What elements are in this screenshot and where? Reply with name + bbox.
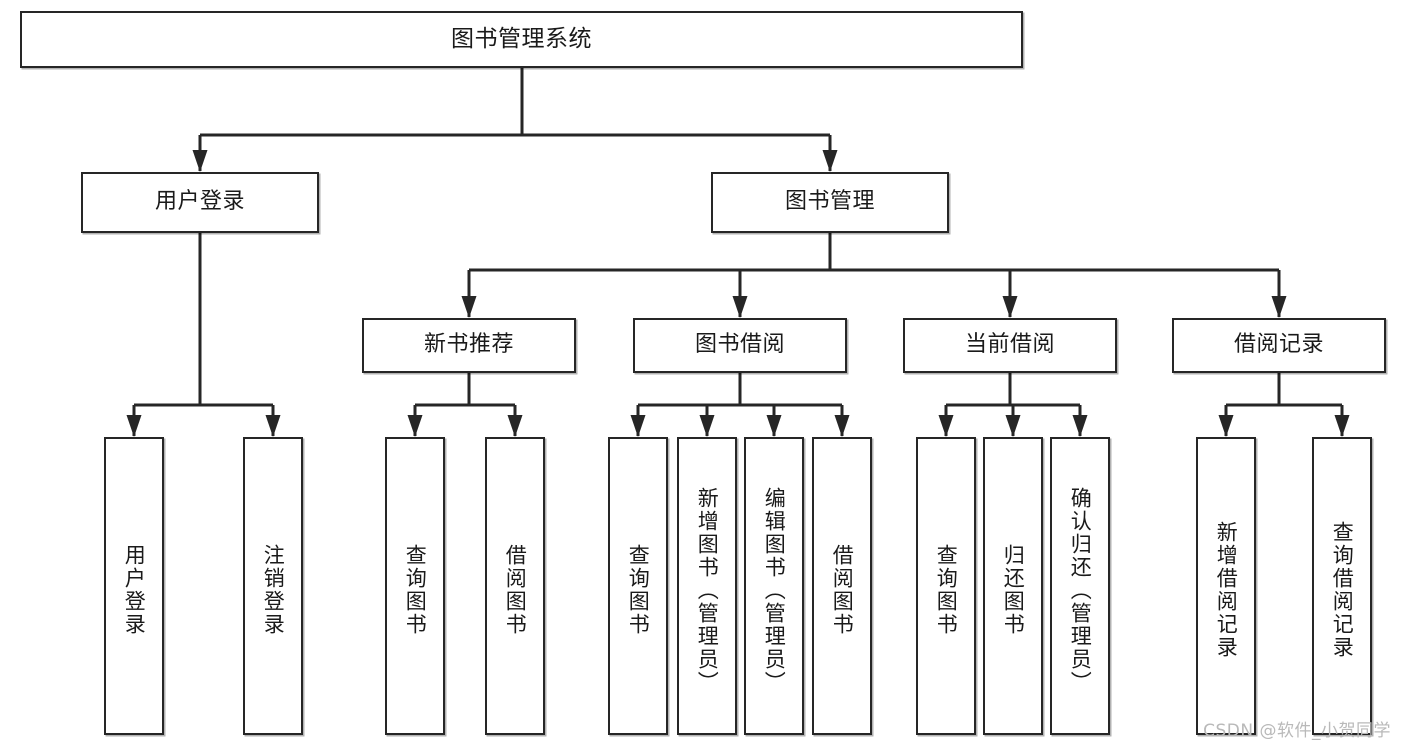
node-leaf-logout[interactable]: 注销登录 xyxy=(243,437,303,735)
node-label: 编辑图书（管理员） xyxy=(762,486,787,694)
node-label: 图书管理 xyxy=(784,189,875,215)
node-label: 当前借阅 xyxy=(964,332,1055,358)
node-leaf-borrow-book-1[interactable]: 借阅图书 xyxy=(485,437,545,735)
watermark-text: CSDN @软件_小贺同学 xyxy=(1203,721,1391,741)
node-leaf-return-book[interactable]: 归还图书 xyxy=(983,437,1043,735)
edge-root-arrow-1 xyxy=(822,150,838,172)
node-leaf-query-book-3[interactable]: 查询图书 xyxy=(916,437,976,735)
edge-current-borrow-arrow-0 xyxy=(938,415,954,437)
edge-current-borrow-arrow-1 xyxy=(1005,415,1021,437)
node-label: 查询图书 xyxy=(934,544,959,636)
edge-book-manage-arrow-2 xyxy=(1002,296,1018,318)
node-book-borrow[interactable]: 图书借阅 xyxy=(633,318,847,373)
node-leaf-user-login[interactable]: 用户登录 xyxy=(104,437,164,735)
node-leaf-confirm-return[interactable]: 确认归还（管理员） xyxy=(1050,437,1110,735)
edge-borrow-record-arrow-1 xyxy=(1334,415,1350,437)
node-label: 归还图书 xyxy=(1001,544,1026,636)
node-leaf-query-record[interactable]: 查询借阅记录 xyxy=(1312,437,1372,735)
node-leaf-edit-book[interactable]: 编辑图书（管理员） xyxy=(744,437,804,735)
node-label: 新增图书（管理员） xyxy=(695,486,720,694)
node-label: 查询借阅记录 xyxy=(1330,521,1355,659)
node-label: 查询图书 xyxy=(626,544,651,636)
node-label: 用户登录 xyxy=(122,544,147,636)
node-label: 新增借阅记录 xyxy=(1214,521,1239,659)
edge-new-book-arrow-0 xyxy=(407,415,423,437)
edge-current-borrow-arrow-2 xyxy=(1072,415,1088,437)
node-book-manage[interactable]: 图书管理 xyxy=(711,172,949,233)
node-label: 借阅记录 xyxy=(1233,332,1324,358)
node-leaf-query-book-1[interactable]: 查询图书 xyxy=(385,437,445,735)
node-new-book-recommend[interactable]: 新书推荐 xyxy=(362,318,576,373)
node-label: 注销登录 xyxy=(261,544,286,636)
node-label: 图书管理系统 xyxy=(451,25,592,52)
node-leaf-add-book[interactable]: 新增图书（管理员） xyxy=(677,437,737,735)
node-label: 图书借阅 xyxy=(694,332,785,358)
edge-book-borrow-arrow-0 xyxy=(630,415,646,437)
node-leaf-add-record[interactable]: 新增借阅记录 xyxy=(1196,437,1256,735)
edge-book-borrow-arrow-1 xyxy=(699,415,715,437)
edge-new-book-arrow-1 xyxy=(507,415,523,437)
node-label: 新书推荐 xyxy=(423,332,514,358)
edge-user-login-arrow-1 xyxy=(265,415,281,437)
node-label: 确认归还（管理员） xyxy=(1068,486,1093,694)
node-label: 借阅图书 xyxy=(503,544,528,636)
edge-borrow-record-arrow-0 xyxy=(1218,415,1234,437)
edge-book-manage-arrow-1 xyxy=(732,296,748,318)
node-user-login[interactable]: 用户登录 xyxy=(81,172,319,233)
edge-root-arrow-0 xyxy=(192,150,208,172)
node-current-borrow[interactable]: 当前借阅 xyxy=(903,318,1117,373)
node-root[interactable]: 图书管理系统 xyxy=(20,11,1023,68)
node-leaf-query-book-2[interactable]: 查询图书 xyxy=(608,437,668,735)
edge-book-borrow-arrow-3 xyxy=(834,415,850,437)
edge-user-login-arrow-0 xyxy=(126,415,142,437)
edge-book-borrow-arrow-2 xyxy=(766,415,782,437)
edge-book-manage-arrow-0 xyxy=(461,296,477,318)
node-label: 用户登录 xyxy=(154,189,245,215)
node-borrow-record[interactable]: 借阅记录 xyxy=(1172,318,1386,373)
edge-book-manage-arrow-3 xyxy=(1271,296,1287,318)
node-label: 借阅图书 xyxy=(830,544,855,636)
node-label: 查询图书 xyxy=(403,544,428,636)
node-leaf-borrow-book-2[interactable]: 借阅图书 xyxy=(812,437,872,735)
